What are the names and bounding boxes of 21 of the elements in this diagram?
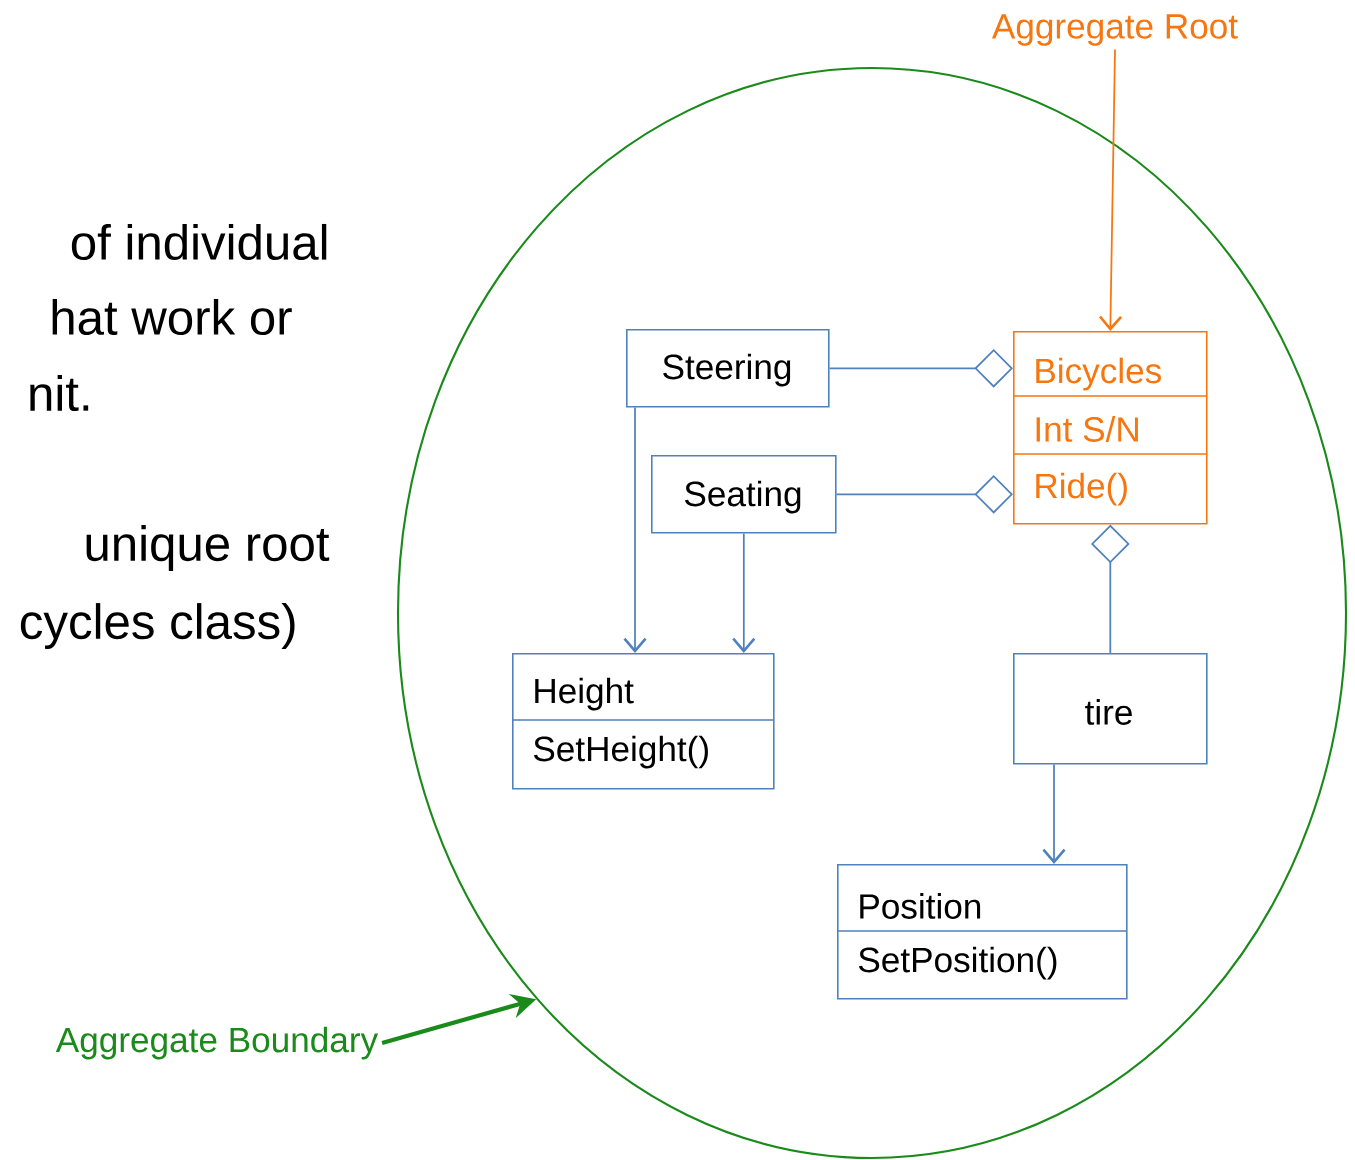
arrow bbox=[623, 406, 647, 653]
arrow bbox=[828, 348, 1013, 388]
class-box: tire bbox=[1013, 653, 1208, 765]
class-box: Steering bbox=[626, 329, 830, 408]
class-box: Bicycles Int S/N Ride() bbox=[1012, 331, 1208, 525]
body-text: unique root bbox=[86, 525, 330, 571]
boundary-ellipse bbox=[396, 66, 1348, 1160]
arrow bbox=[1099, 48, 1123, 331]
arrow bbox=[732, 532, 756, 653]
arrow bbox=[1042, 763, 1066, 864]
class-box: Seating bbox=[651, 455, 837, 534]
body-text: hat work or bbox=[52, 298, 292, 336]
class-box: Position SetPosition() bbox=[836, 864, 1128, 1000]
body-text: of individual bbox=[71, 223, 327, 261]
annotation-label: Aggregate Root bbox=[991, 14, 1238, 46]
annotation-label: Aggregate Boundary bbox=[55, 1026, 379, 1060]
arrow bbox=[835, 474, 1013, 514]
body-text: cycles class) bbox=[20, 603, 295, 649]
class-box: Height SetHeight() bbox=[511, 653, 775, 790]
body-text: nit. bbox=[30, 375, 89, 412]
arrow bbox=[1090, 524, 1130, 654]
